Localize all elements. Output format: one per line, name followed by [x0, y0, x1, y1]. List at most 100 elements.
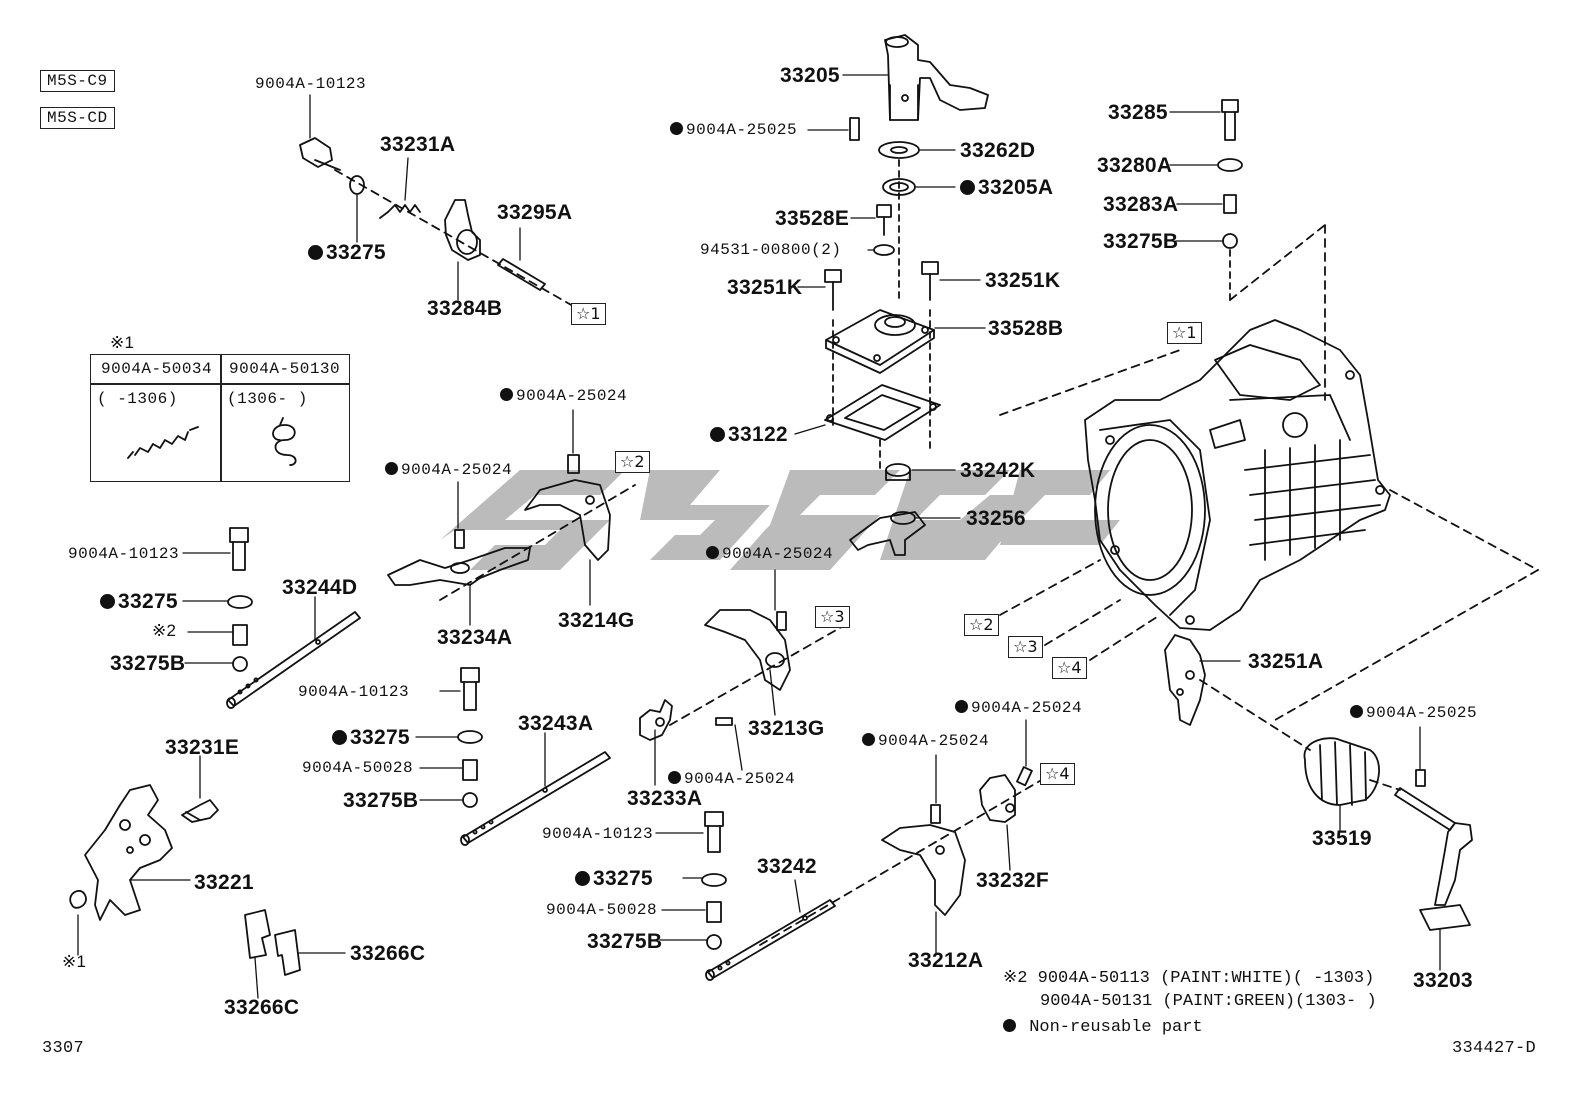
detent-stack-bottom [701, 811, 727, 950]
non-reusable-dot [332, 730, 347, 745]
note-non-reusable: Non-reusable part [1003, 1018, 1203, 1037]
watermark-logo [440, 470, 1120, 570]
label-33242: 33242 [757, 855, 817, 878]
non-reusable-dot [955, 700, 968, 713]
star-tag-4-case: ☆4 [1052, 657, 1087, 679]
label-text: 9004A-25024 [878, 732, 990, 750]
legend-range-a: ( -1306) [97, 390, 178, 408]
label-x1-ref: ※1 [62, 952, 87, 971]
label-33213g: 33213G [748, 717, 825, 740]
label-33280a: 33280A [1097, 154, 1173, 177]
label-text: 9004A-25025 [686, 121, 798, 139]
label-33251k-left: 33251K [727, 276, 803, 299]
label-9004a-10123-bottom: 9004A-10123 [542, 825, 654, 843]
label-text: 33275 [118, 590, 178, 613]
star-tag-1-case: ☆1 [1167, 322, 1202, 344]
label-33275-bottom: 33275 [575, 868, 653, 889]
shift-fork-1st-2nd-group [226, 454, 636, 709]
legend-x1-title: ※1 [110, 333, 135, 352]
legend-part-a: 9004A-50034 [101, 360, 213, 378]
label-94531-00800: 94531-00800(2) [700, 241, 842, 259]
label-33275-left: 33275 [100, 591, 178, 612]
model-code-c9: M5S-C9 [40, 70, 115, 92]
label-text: 9004A-25024 [516, 387, 628, 405]
star-tag-4-fork: ☆4 [1040, 763, 1075, 785]
detent-spring-group-top [299, 137, 581, 311]
legend-part-b: 9004A-50130 [229, 360, 341, 378]
label-33212a: 33212A [908, 949, 984, 972]
legend-spring-sketches [127, 417, 297, 466]
label-33205: 33205 [780, 64, 840, 87]
star-tag-1-top: ☆1 [571, 303, 606, 325]
non-reusable-dot [862, 733, 875, 746]
shift-lever-housing-group [824, 34, 989, 556]
star-tag-3-case: ☆3 [1008, 636, 1043, 658]
label-33251k-right: 33251K [985, 269, 1061, 292]
page-code: 3307 [42, 1039, 85, 1058]
non-reusable-dot [100, 594, 115, 609]
star-tag-3-fork: ☆3 [815, 606, 850, 628]
note-x2-line1: ※2 9004A-50113 (PAINT:WHITE)( -1303) [1003, 969, 1375, 988]
non-reusable-dot [706, 546, 719, 559]
label-33232f: 33232F [976, 869, 1050, 892]
label-33231a: 33231A [380, 133, 456, 156]
label-33262d: 33262D [960, 139, 1036, 162]
star-tag-2-case: ☆2 [964, 614, 999, 636]
label-9004a-25025-top: 9004A-25025 [670, 122, 797, 138]
note-x2-line2: 9004A-50131 (PAINT:GREEN)(1303- ) [1040, 992, 1377, 1011]
legend-range-b: (1306- ) [227, 390, 308, 408]
label-text: 33275 [593, 867, 653, 890]
label-33528b: 33528B [988, 317, 1064, 340]
label-33256: 33256 [966, 507, 1026, 530]
label-text: 33122 [728, 423, 788, 446]
non-reusable-dot [308, 245, 323, 260]
label-9004a-25024-a: 9004A-25024 [500, 388, 627, 404]
non-reusable-dot [1350, 705, 1363, 718]
label-33251a: 33251A [1248, 650, 1324, 673]
label-33266c-right: 33266C [350, 942, 426, 965]
label-33519: 33519 [1312, 827, 1372, 850]
diagram-id: 334427-D [1452, 1039, 1537, 1058]
label-33295a: 33295A [497, 201, 573, 224]
label-text: 33275 [326, 241, 386, 264]
non-reusable-dot [575, 871, 590, 886]
label-33243a: 33243A [518, 712, 594, 735]
label-text: 9004A-25024 [684, 770, 796, 788]
legend-divider-horizontal [91, 383, 349, 385]
shift-outer-lever-group [1164, 634, 1473, 931]
non-reusable-dot [385, 462, 398, 475]
label-33203: 33203 [1413, 969, 1473, 992]
label-text: 9004A-25025 [1366, 704, 1478, 722]
label-33275-mid: 33275 [332, 727, 410, 748]
label-33275b-mid: 33275B [343, 789, 419, 812]
label-9004a-25024-c: 9004A-25024 [706, 546, 833, 562]
label-33275-top: 33275 [308, 242, 386, 263]
label-33275b-left: 33275B [110, 652, 186, 675]
label-33283a: 33283A [1103, 193, 1179, 216]
label-33275b-top: 33275B [1103, 230, 1179, 253]
label-x2-ref: ※2 [152, 621, 177, 640]
label-text: 9004A-25024 [722, 545, 834, 563]
label-33231e: 33231E [165, 736, 240, 759]
legend-divider-vertical [220, 355, 222, 481]
non-reusable-dot [500, 388, 513, 401]
non-reusable-dot [668, 771, 681, 784]
label-9004a-25025-right: 9004A-25025 [1350, 705, 1477, 721]
label-text: 33275 [350, 726, 410, 749]
legend-x1-table: 9004A-50034 9004A-50130 ( -1306) (1306- … [90, 354, 350, 482]
label-9004a-10123-left: 9004A-10123 [68, 545, 180, 563]
detent-stack-middle [457, 667, 483, 808]
non-reusable-dot [1003, 1019, 1016, 1032]
label-33275b-bottom: 33275B [587, 930, 663, 953]
note-text: Non-reusable part [1029, 1018, 1203, 1037]
label-33244d: 33244D [282, 576, 358, 599]
select-lever-group [69, 784, 219, 921]
label-9004a-25024-f: 9004A-25024 [955, 700, 1082, 716]
label-33214g: 33214G [558, 609, 635, 632]
label-9004a-25024-d: 9004A-25024 [668, 771, 795, 787]
label-text: 9004A-25024 [971, 699, 1083, 717]
label-9004a-25024-b: 9004A-25024 [385, 462, 512, 478]
non-reusable-dot [710, 427, 725, 442]
